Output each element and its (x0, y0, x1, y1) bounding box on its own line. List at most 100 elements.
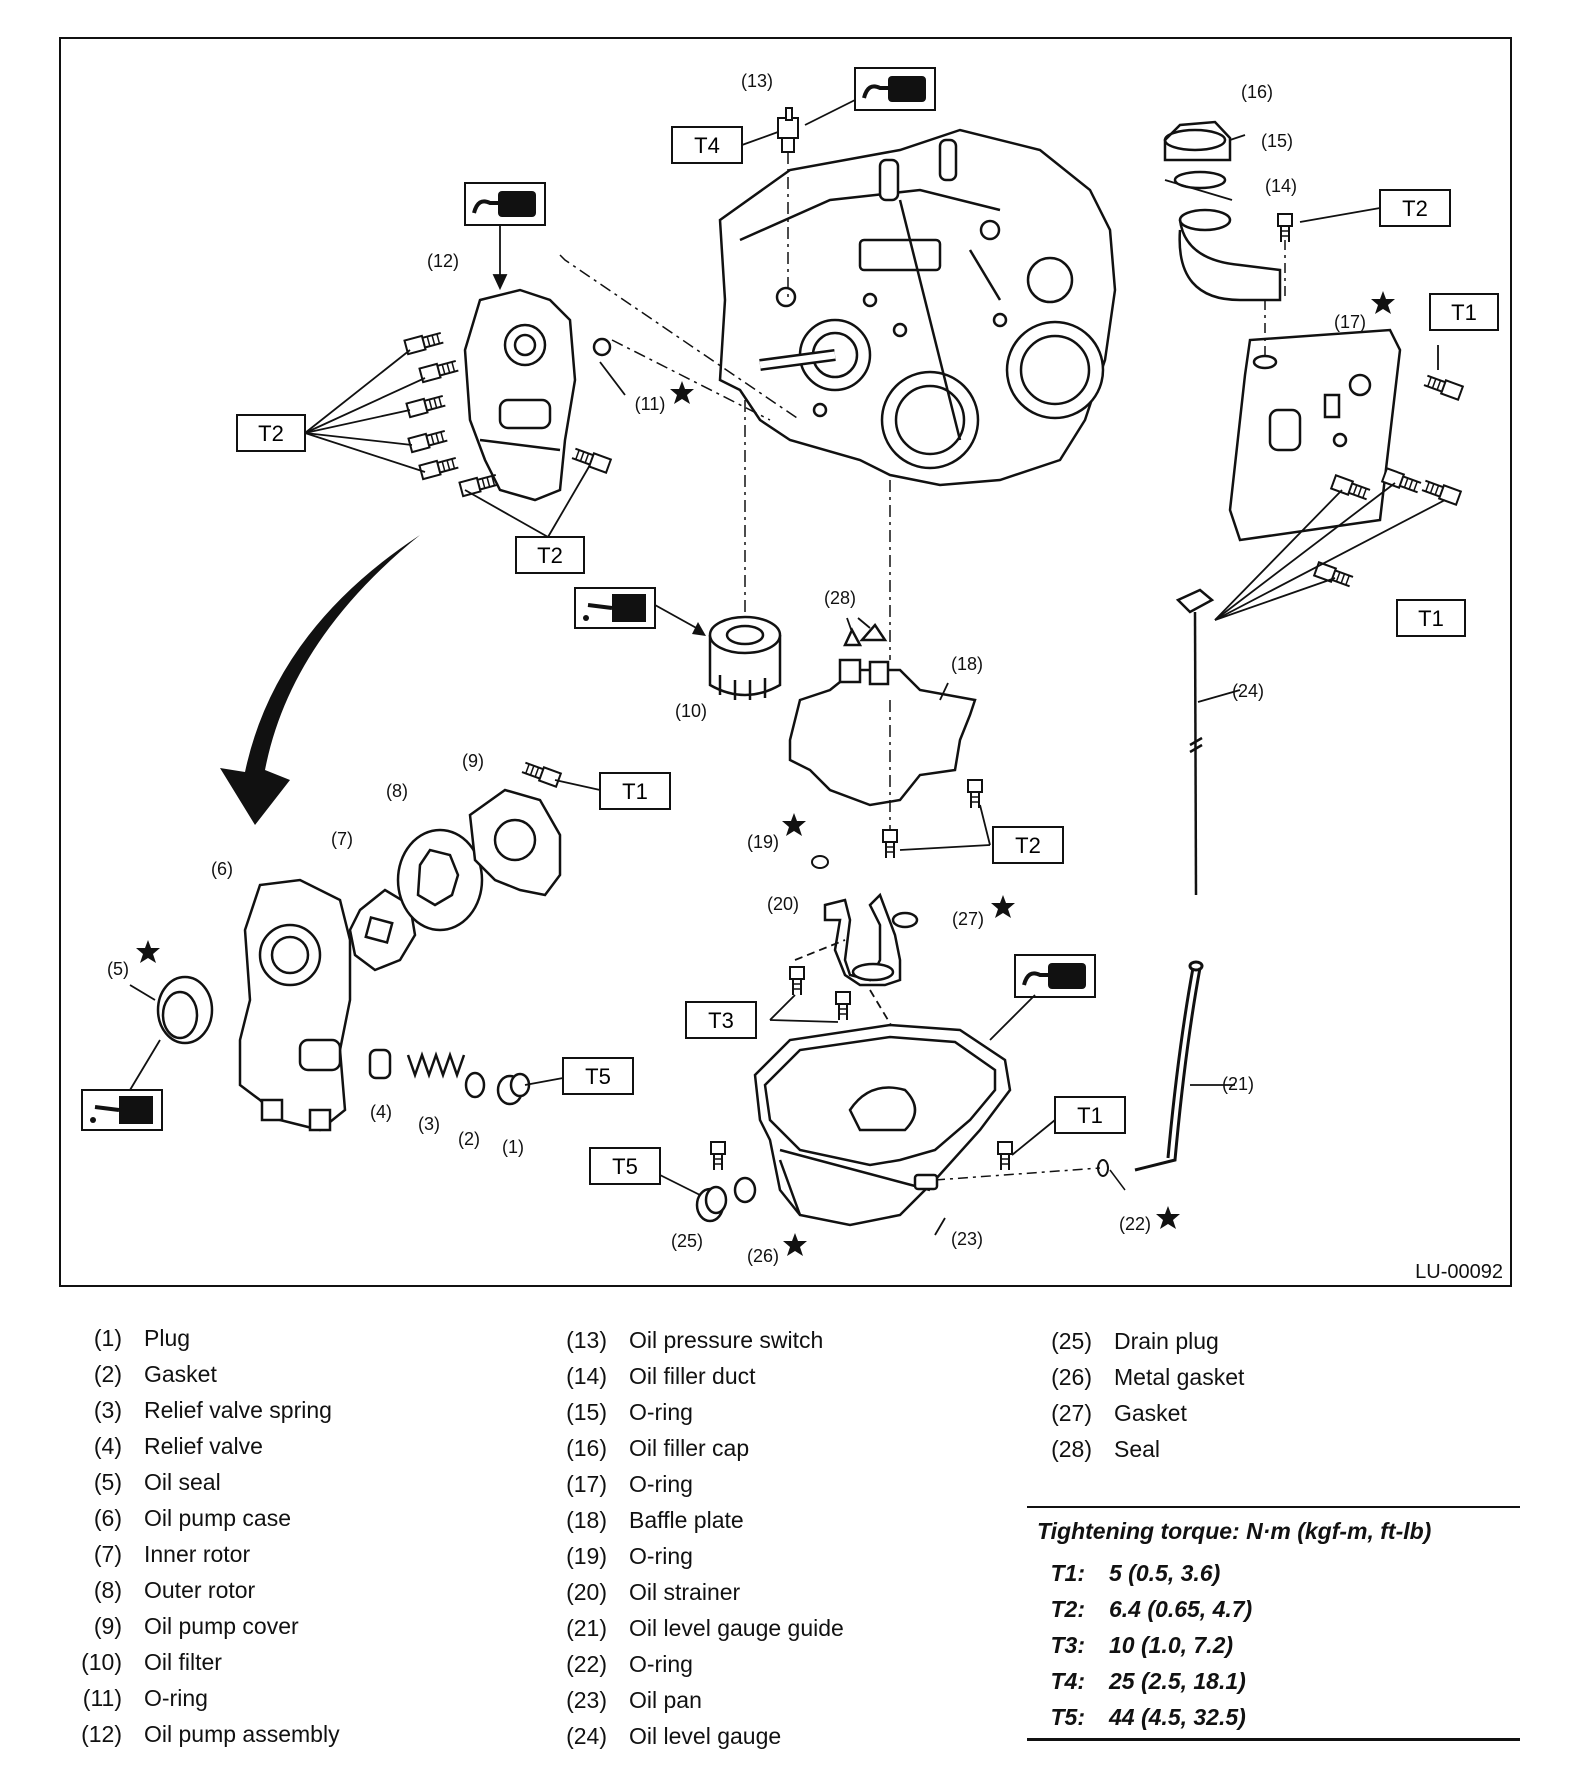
legend-item-name: Oil pump cover (144, 1613, 299, 1639)
torque-value: 6.4 (0.65, 4.7) (1109, 1596, 1253, 1622)
oil-pump-assembly-illustration (463, 288, 577, 502)
tag-t5-drain: T5 (612, 1154, 638, 1179)
legend-item-name: Oil pump case (144, 1505, 292, 1531)
sealant-icon-pan (1014, 954, 1096, 998)
metal-gasket-26 (733, 1176, 757, 1204)
o-ring-11 (592, 337, 612, 357)
torque-key: T2: (1050, 1596, 1086, 1622)
callout-5: (5) (107, 959, 129, 979)
callout-9: (9) (462, 751, 484, 771)
legend-item-number: (19) (566, 1543, 607, 1569)
tag-t1-pan: T1 (1077, 1103, 1103, 1128)
callout-labels: (1) (2) (3) (4) (5) (6) (7) (8) (9) (10)… (107, 71, 1366, 1266)
oil-pump-case-illustration (238, 878, 352, 1132)
torque-key: T4: (1050, 1668, 1086, 1694)
callout-2: (2) (458, 1129, 480, 1149)
tag-t2-baffle: T2 (1015, 833, 1041, 858)
legend-item-name: Oil pump assembly (144, 1721, 340, 1747)
legend-item-number: (2) (93, 1361, 122, 1387)
callout-4: (4) (370, 1102, 392, 1122)
callout-26: (26) (747, 1246, 779, 1266)
callout-6: (6) (211, 859, 233, 879)
legend-item-number: (23) (566, 1687, 607, 1713)
legend-item-number: (18) (566, 1507, 607, 1533)
legend-item-name: Outer rotor (144, 1577, 256, 1603)
inner-rotor-illustration (348, 888, 417, 972)
torque-table-title: Tightening torque: N·m (kgf-m, ft-lb) (1037, 1518, 1432, 1544)
legend-item-name: Oil level gauge guide (629, 1615, 844, 1641)
exploded-view-diagram: T4 T2 T1 T1 T2 T2 T1 T2 T3 T5 T5 T1 (1) … (59, 37, 1512, 1287)
engine-block-illustration (718, 128, 1117, 487)
legend-item-name: Drain plug (1114, 1328, 1219, 1354)
legend-item-name: O-ring (629, 1651, 693, 1677)
outer-rotor-illustration (396, 828, 484, 932)
callout-14: (14) (1265, 176, 1297, 196)
legend-item-number: (26) (1051, 1364, 1092, 1390)
torque-value: 25 (2.5, 18.1) (1109, 1668, 1246, 1694)
callout-24: (24) (1232, 681, 1264, 701)
legend-item-name: O-ring (629, 1543, 693, 1569)
legend-item-number: (22) (566, 1651, 607, 1677)
legend-item-number: (16) (566, 1435, 607, 1461)
tightening-torque-table: Tightening torque: N·m (kgf-m, ft-lb) T1… (1027, 1506, 1520, 1741)
callout-25: (25) (671, 1231, 703, 1251)
torque-key: T5: (1050, 1704, 1086, 1730)
legend-item-number: (20) (566, 1579, 607, 1605)
legend-item-number: (4) (93, 1433, 122, 1459)
tag-t1-cover-bottom: T1 (1418, 606, 1444, 631)
oil-pan-illustration (753, 1023, 1012, 1227)
legend-item-number: (6) (93, 1505, 122, 1531)
legend-item-name: O-ring (629, 1399, 693, 1425)
callout-10: (10) (675, 701, 707, 721)
legend-item-name: Oil seal (144, 1469, 221, 1495)
callout-12: (12) (427, 251, 459, 271)
legend-item-number: (17) (566, 1471, 607, 1497)
tag-t1-pump-cover: T1 (622, 779, 648, 804)
legend-item-number: (8) (93, 1577, 122, 1603)
legend-item-number: (21) (566, 1615, 607, 1641)
callout-19: (19) (747, 832, 779, 852)
callout-3: (3) (418, 1114, 440, 1134)
drain-plug-illustration (695, 1185, 728, 1223)
torque-tags: T4 T2 T1 T1 T2 T2 T1 T2 T3 T5 T5 T1 (236, 126, 1499, 1185)
legend-item-name: Baffle plate (629, 1507, 744, 1533)
legend-item-name: Oil strainer (629, 1579, 741, 1605)
legend-item-number: (27) (1051, 1400, 1092, 1426)
legend-item-name: Relief valve (144, 1433, 263, 1459)
legend-item-number: (13) (566, 1327, 607, 1353)
callout-18: (18) (951, 654, 983, 674)
callout-17: (17) (1334, 312, 1366, 332)
callout-8: (8) (386, 781, 408, 801)
callout-15: (15) (1261, 131, 1293, 151)
legend-item-number: (11) (82, 1685, 122, 1711)
legend-item-number: (5) (93, 1469, 122, 1495)
tag-t2-pump-bottom: T2 (537, 543, 563, 568)
oil-filler-assembly-illustration (1163, 120, 1402, 542)
legend-item-name: Oil filler duct (629, 1363, 756, 1389)
diagram-frame (59, 37, 1512, 1287)
oil-can-icon-filter (574, 587, 656, 629)
oil-level-gauge-illustration (1175, 588, 1215, 896)
legend-item-number: (7) (93, 1541, 122, 1567)
legend-item-number: (24) (566, 1723, 607, 1749)
tag-t2-filler-duct: T2 (1402, 196, 1428, 221)
tag-t4-switch: T4 (694, 133, 720, 158)
legend-item-name: Relief valve spring (144, 1397, 332, 1423)
callout-28: (28) (824, 588, 856, 608)
legend-item-name: Oil pan (629, 1687, 702, 1713)
legend-item-number: (12) (81, 1721, 122, 1747)
legend-item-name: Oil pressure switch (629, 1327, 824, 1353)
torque-value: 44 (4.5, 32.5) (1109, 1704, 1246, 1730)
torque-value: 5 (0.5, 3.6) (1109, 1560, 1221, 1586)
callout-21: (21) (1222, 1074, 1254, 1094)
legend-item-name: Oil level gauge (629, 1723, 782, 1749)
legend-item-number: (25) (1051, 1328, 1092, 1354)
oil-pump-cover-illustration (468, 788, 562, 897)
relief-valve-parts-illustration (368, 1048, 531, 1106)
tag-t5-relief: T5 (585, 1064, 611, 1089)
legend-item-number: (9) (93, 1613, 122, 1639)
legend-item-name: Plug (144, 1325, 191, 1351)
torque-key: T1: (1050, 1560, 1086, 1586)
legend-item-name: Seal (1114, 1436, 1161, 1462)
oil-pressure-switch-illustration (777, 107, 799, 153)
